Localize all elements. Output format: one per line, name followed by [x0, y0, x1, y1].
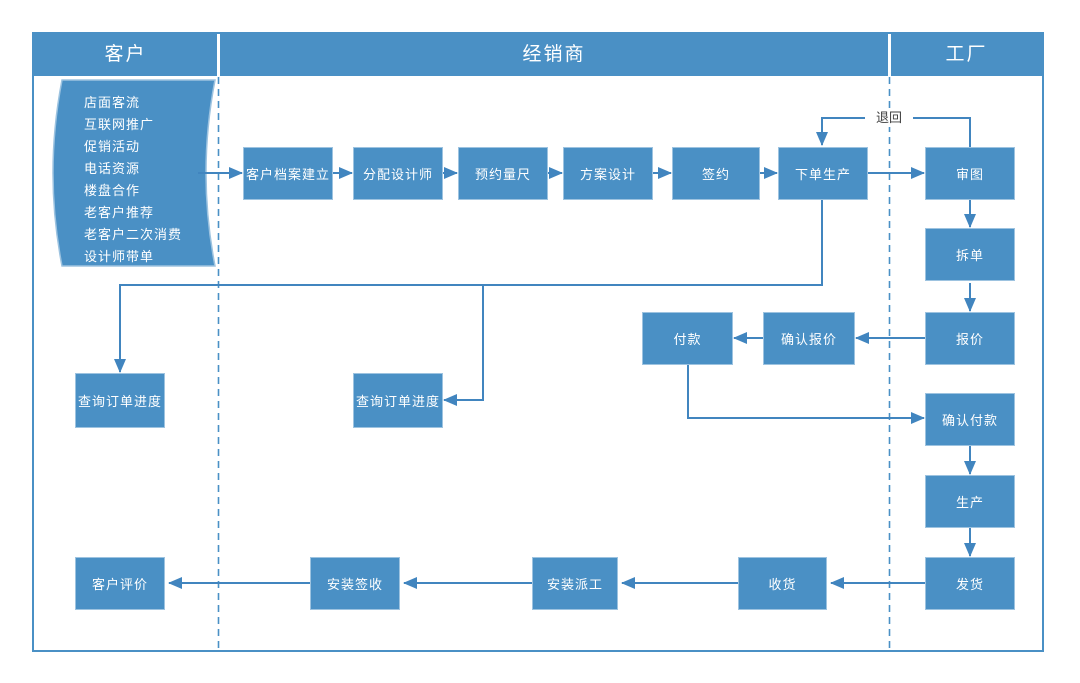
node-create-profile: 客户档案建立 — [243, 147, 333, 200]
source-item: 电话资源 — [84, 161, 141, 176]
lane-title-dealer: 经销商 — [522, 44, 586, 65]
source-item: 互联网推广 — [84, 117, 155, 132]
source-item: 楼盘合作 — [84, 183, 141, 198]
source-item: 设计师带单 — [84, 249, 155, 264]
node-assign-designer: 分配设计师 — [353, 147, 443, 200]
node-sign-contract: 签约 — [672, 147, 760, 200]
node-confirm-payment: 确认付款 — [925, 393, 1015, 446]
source-channels: 店面客流 互联网推广 促销活动 电话资源 楼盘合作 老客户推荐 老客户二次消费 … — [84, 92, 182, 268]
node-quote: 报价 — [925, 312, 1015, 365]
source-item: 老客户二次消费 — [84, 227, 183, 242]
node-pay: 付款 — [642, 312, 733, 365]
node-produce: 生产 — [925, 475, 1015, 528]
header-lane-divider-2 — [888, 34, 891, 76]
source-item: 老客户推荐 — [84, 205, 155, 220]
node-customer-review: 客户评价 — [75, 557, 165, 610]
source-item: 店面客流 — [84, 95, 141, 110]
lane-title-factory: 工厂 — [945, 44, 988, 65]
node-install-signoff: 安装签收 — [310, 557, 400, 610]
source-item: 促销活动 — [84, 139, 141, 154]
node-ship: 发货 — [925, 557, 1015, 610]
node-install-dispatch: 安装派工 — [532, 557, 618, 610]
lane-header: 客户 经销商 工厂 — [34, 34, 1042, 79]
node-place-order: 下单生产 — [778, 147, 868, 200]
node-design-plan: 方案设计 — [563, 147, 653, 200]
node-confirm-quote: 确认报价 — [763, 312, 855, 365]
edge-label-return: 退回 — [865, 109, 913, 127]
node-receive: 收货 — [738, 557, 827, 610]
header-lane-divider-1 — [217, 34, 220, 76]
node-query-progress-customer: 查询订单进度 — [75, 373, 165, 428]
lane-title-customer: 客户 — [104, 44, 147, 65]
node-query-progress-dealer: 查询订单进度 — [353, 373, 443, 428]
node-appoint-measure: 预约量尺 — [458, 147, 548, 200]
node-review-drawing: 审图 — [925, 147, 1015, 200]
node-split-order: 拆单 — [925, 228, 1015, 281]
